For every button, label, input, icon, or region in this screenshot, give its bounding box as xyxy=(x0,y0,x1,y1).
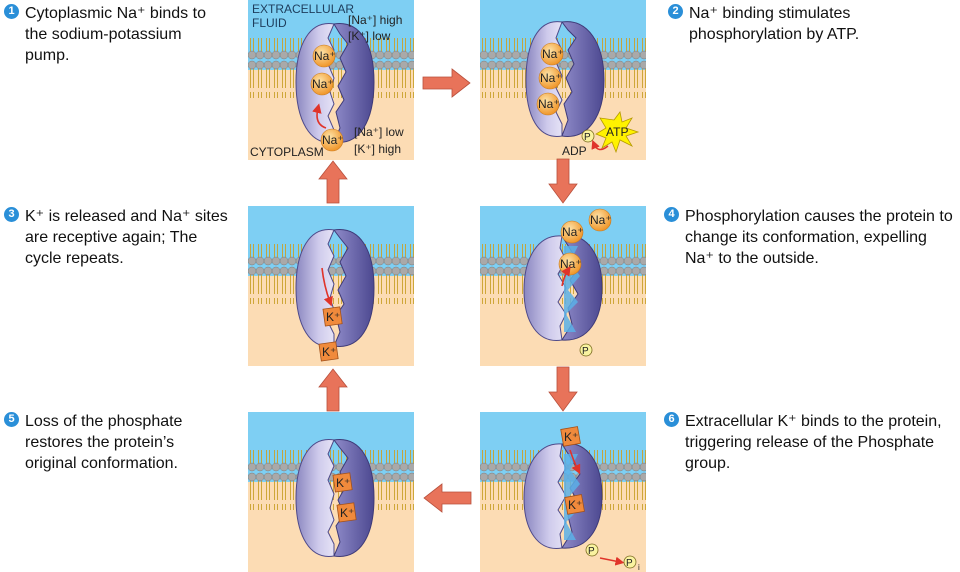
pump-protein xyxy=(295,439,375,557)
inside-k-concentration: [K⁺] high xyxy=(354,142,401,156)
step-3-text: K⁺ is released and Na⁺ sites are recepti… xyxy=(25,208,228,267)
step-4: 4 Phosphorylation causes the protein to … xyxy=(664,206,960,269)
potassium-ion xyxy=(336,502,357,523)
binding-arrow xyxy=(312,103,327,129)
step-6-text: Extracellular K⁺ binds to the protein, t… xyxy=(685,413,942,472)
arrow-step4-to-step6 xyxy=(548,366,578,412)
panel-step-3: K⁺ K⁺ xyxy=(248,206,414,366)
atp-label: ATP xyxy=(606,125,628,139)
outside-k-concentration: [K⁺] low xyxy=(348,29,391,43)
phosphate-group xyxy=(579,343,593,357)
sodium-ion xyxy=(312,44,336,68)
potassium-ion xyxy=(560,426,581,447)
sodium-label: Na⁺ xyxy=(560,257,582,271)
open-channel xyxy=(564,454,580,540)
potassium-label: K⁺ xyxy=(326,310,340,324)
sodium-ion xyxy=(320,128,344,152)
lipid-bilayer xyxy=(480,38,646,98)
inside-na-concentration: [Na⁺] low xyxy=(354,125,404,139)
step-5-number: 5 xyxy=(4,412,19,427)
step-2-number: 2 xyxy=(668,4,683,19)
inorganic-phosphate-label: P xyxy=(626,558,633,569)
sodium-label: Na⁺ xyxy=(590,213,612,227)
arrow-step6-to-step5 xyxy=(423,483,472,513)
step-4-text: Phosphorylation causes the protein to ch… xyxy=(685,208,953,267)
potassium-label: K⁺ xyxy=(564,430,578,444)
step-3-number: 3 xyxy=(4,207,19,222)
inorganic-phosphate-subscript: i xyxy=(638,563,640,572)
sodium-label: Na⁺ xyxy=(540,71,562,85)
step-6: 6 Extracellular K⁺ binds to the protein,… xyxy=(664,411,954,474)
panel-step-2: Na⁺ Na⁺ Na⁺ P ATP ADP xyxy=(480,0,646,160)
arrow-step5-to-step3 xyxy=(318,368,348,412)
sodium-label: Na⁺ xyxy=(538,97,560,111)
inorganic-phosphate xyxy=(623,555,637,569)
sodium-label: Na⁺ xyxy=(562,225,584,239)
cytoplasm-label: CYTOPLASM xyxy=(250,145,324,159)
phosphate-group xyxy=(581,129,595,143)
sodium-ion xyxy=(538,66,562,90)
panel-step-1: Na⁺ Na⁺ Na⁺ EXTRACELLULAR FLUID [Na⁺] hi… xyxy=(248,0,414,160)
potassium-label: K⁺ xyxy=(336,476,350,490)
outside-na-concentration: [Na⁺] high xyxy=(348,13,402,27)
step-1-number: 1 xyxy=(4,4,19,19)
arrow-step2-to-step4 xyxy=(548,158,578,204)
step-1: 1 Cytoplasmic Na⁺ binds to the sodium-po… xyxy=(4,3,224,66)
step-5: 5 Loss of the phosphate restores the pro… xyxy=(4,411,224,474)
step-1-text: Cytoplasmic Na⁺ binds to the sodium-pota… xyxy=(25,5,206,64)
atp-burst xyxy=(595,111,640,154)
potassium-label: K⁺ xyxy=(340,506,354,520)
release-phosphate-arrow xyxy=(599,556,625,566)
sodium-ion xyxy=(540,42,564,66)
potassium-ion xyxy=(322,306,343,327)
phosphate-label: P xyxy=(588,546,595,557)
sodium-ion xyxy=(560,220,584,244)
sodium-ion xyxy=(310,72,334,96)
potassium-ion xyxy=(564,494,585,515)
phosphorylation-arrow xyxy=(591,139,609,151)
arrow-step3-to-step1 xyxy=(318,160,348,204)
potassium-ion xyxy=(332,472,353,493)
step-5-text: Loss of the phosphate restores the prote… xyxy=(25,413,183,472)
phosphate-group xyxy=(585,543,599,557)
potassium-label: K⁺ xyxy=(322,345,336,359)
expel-arrow xyxy=(561,266,571,287)
sodium-label: Na⁺ xyxy=(542,47,564,61)
panel-step-4: Na⁺ Na⁺ Na⁺ P xyxy=(480,206,646,366)
arrow-step1-to-step2 xyxy=(422,68,471,98)
step-6-number: 6 xyxy=(664,412,679,427)
sodium-label: Na⁺ xyxy=(312,77,334,91)
fluid-label: FLUID xyxy=(252,16,287,30)
binding-arrow xyxy=(569,449,581,475)
sodium-label: Na⁺ xyxy=(322,133,344,147)
sodium-label: Na⁺ xyxy=(314,49,336,63)
extracellular-label: EXTRACELLULAR xyxy=(252,2,354,16)
potassium-ion xyxy=(318,341,339,362)
panel-step-5: K⁺ K⁺ xyxy=(248,412,414,572)
step-4-number: 4 xyxy=(664,207,679,222)
step-2: 2 Na⁺ binding stimulates phosphorylation… xyxy=(668,3,908,45)
phosphate-label: P xyxy=(584,132,591,143)
step-2-text: Na⁺ binding stimulates phosphorylation b… xyxy=(689,5,860,43)
potassium-label: K⁺ xyxy=(568,498,582,512)
phosphate-label: P xyxy=(582,346,589,357)
adp-label: ADP xyxy=(562,144,587,158)
sodium-ion xyxy=(588,208,612,232)
sodium-ion xyxy=(536,92,560,116)
release-arrow xyxy=(321,267,333,307)
step-3: 3 K⁺ is released and Na⁺ sites are recep… xyxy=(4,206,230,269)
panel-step-6: K⁺ K⁺ P P i xyxy=(480,412,646,572)
